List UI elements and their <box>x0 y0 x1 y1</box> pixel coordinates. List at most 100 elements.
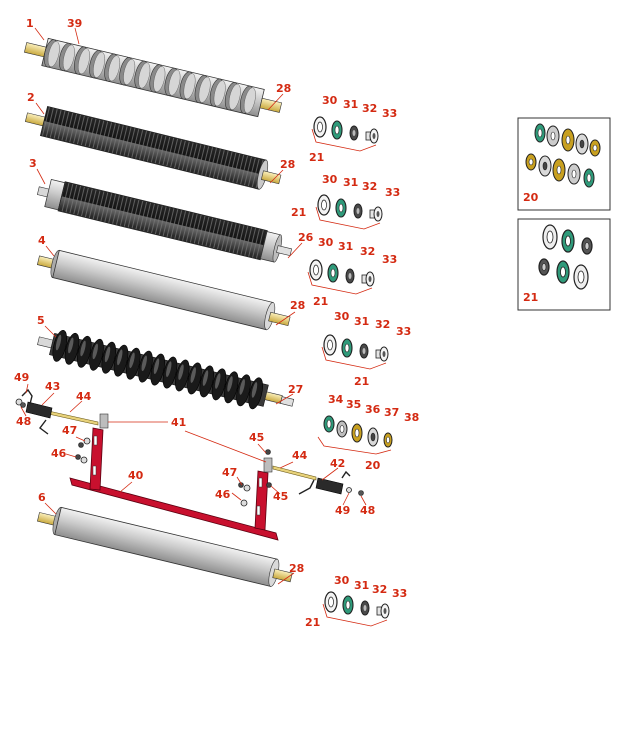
roller-4-smooth <box>36 249 291 331</box>
callout-32: 32 <box>362 180 377 193</box>
callout-4: 4 <box>38 234 46 247</box>
kit-bracket-line <box>307 271 373 295</box>
bearing-kits <box>307 116 390 627</box>
bearing-kit-21 <box>311 116 379 152</box>
leader-lines <box>20 27 367 585</box>
callout-5: 5 <box>37 314 45 327</box>
inset-label-20: 20 <box>523 191 539 204</box>
roller-groove <box>198 76 211 103</box>
roller-3-fine-grooved <box>36 178 293 263</box>
callout-21: 21 <box>291 206 306 219</box>
roller-groove <box>93 51 105 78</box>
roller-groove <box>108 55 121 82</box>
callout-30: 30 <box>322 94 338 107</box>
roller-disc-highlight <box>129 352 135 369</box>
callout-34: 34 <box>328 393 344 406</box>
roller-disc-highlight <box>153 358 160 374</box>
callout-31: 31 <box>343 98 358 111</box>
callout-45: 45 <box>249 431 264 444</box>
callout-33: 33 <box>396 325 411 338</box>
roller-disc <box>89 338 104 371</box>
roller-disc <box>199 365 214 398</box>
roller-groove <box>78 48 90 75</box>
roller-disc <box>187 362 202 395</box>
roller-disc-highlight <box>215 373 221 389</box>
callout-44: 44 <box>292 449 308 462</box>
callout-32: 32 <box>362 102 377 115</box>
callout-3: 3 <box>29 157 37 170</box>
callout-28: 28 <box>290 299 305 312</box>
callout-41: 41 <box>171 416 186 429</box>
roller-disc-highlight <box>68 337 74 354</box>
callout-33: 33 <box>392 587 407 600</box>
callout-20: 20 <box>365 459 381 472</box>
callout-45: 45 <box>273 490 288 503</box>
callout-48: 48 <box>360 504 375 517</box>
roller-disc-highlight <box>227 376 233 392</box>
roller-disc-highlight <box>166 361 172 377</box>
roller-disc <box>248 377 263 410</box>
callout-49: 49 <box>14 371 29 384</box>
callout-31: 31 <box>354 579 369 592</box>
callout-49: 49 <box>335 504 350 517</box>
callout-labels: 1 39 28 2 28 3 26 4 28 5 27 6 28 30 31 3… <box>14 17 539 629</box>
bearing-kit-21 <box>322 591 390 627</box>
roller-groove <box>213 80 226 107</box>
roller-disc-highlight <box>202 370 209 386</box>
callout-35: 35 <box>346 398 361 411</box>
callout-39: 39 <box>67 17 82 30</box>
callout-36: 36 <box>365 403 381 416</box>
callout-30: 30 <box>334 310 350 323</box>
callout-47: 47 <box>222 466 237 479</box>
roller-disc <box>64 332 80 365</box>
callout-30: 30 <box>322 173 338 186</box>
callout-28: 28 <box>280 158 295 171</box>
roller-groove <box>47 41 60 67</box>
callout-30: 30 <box>334 574 350 587</box>
roller-disc <box>77 335 92 368</box>
roller-disc-highlight <box>80 340 86 357</box>
kit-bracket-line <box>315 206 381 230</box>
roller-groove <box>243 87 256 114</box>
inset-label-21: 21 <box>523 291 538 304</box>
callout-32: 32 <box>372 583 387 596</box>
callout-31: 31 <box>338 240 353 253</box>
callout-47: 47 <box>62 424 77 437</box>
roller-disc-highlight <box>92 343 98 360</box>
callout-27: 27 <box>288 383 303 396</box>
roller-disc-highlight <box>141 355 147 372</box>
roller-disc-highlight <box>55 334 62 351</box>
roller-disc <box>52 329 68 362</box>
roller-disc <box>113 344 129 377</box>
callout-32: 32 <box>375 318 390 331</box>
roller-disc <box>150 353 165 386</box>
roller-groove <box>62 44 75 71</box>
callout-46: 46 <box>51 447 67 460</box>
roller-groove <box>153 66 166 92</box>
roller-disc-highlight <box>117 349 123 366</box>
roller-disc-highlight <box>239 379 245 395</box>
callout-21: 21 <box>354 375 369 388</box>
callout-42: 42 <box>330 457 345 470</box>
callout-31: 31 <box>354 315 369 328</box>
roller-disc-highlight <box>178 364 184 380</box>
callout-21: 21 <box>309 151 324 164</box>
roller-disc <box>236 374 251 407</box>
roller-2-fine-grooved <box>24 105 282 190</box>
roller-disc-highlight <box>251 382 258 398</box>
roller-5-wavy <box>37 329 295 410</box>
roller-groove <box>228 83 241 110</box>
callout-46: 46 <box>215 488 231 501</box>
callout-30: 30 <box>318 236 334 249</box>
callout-40: 40 <box>128 469 144 482</box>
bearing-kit-21 <box>307 259 375 295</box>
roller-6-smooth <box>37 506 293 587</box>
inset-kit-20 <box>517 117 611 211</box>
roller-disc <box>126 347 141 380</box>
callout-2: 2 <box>27 91 35 104</box>
height-adjust-assembly <box>15 388 364 541</box>
kit-bracket-line <box>322 603 388 627</box>
roller-1-grooved <box>24 37 283 118</box>
roller-disc-highlight <box>104 346 111 363</box>
